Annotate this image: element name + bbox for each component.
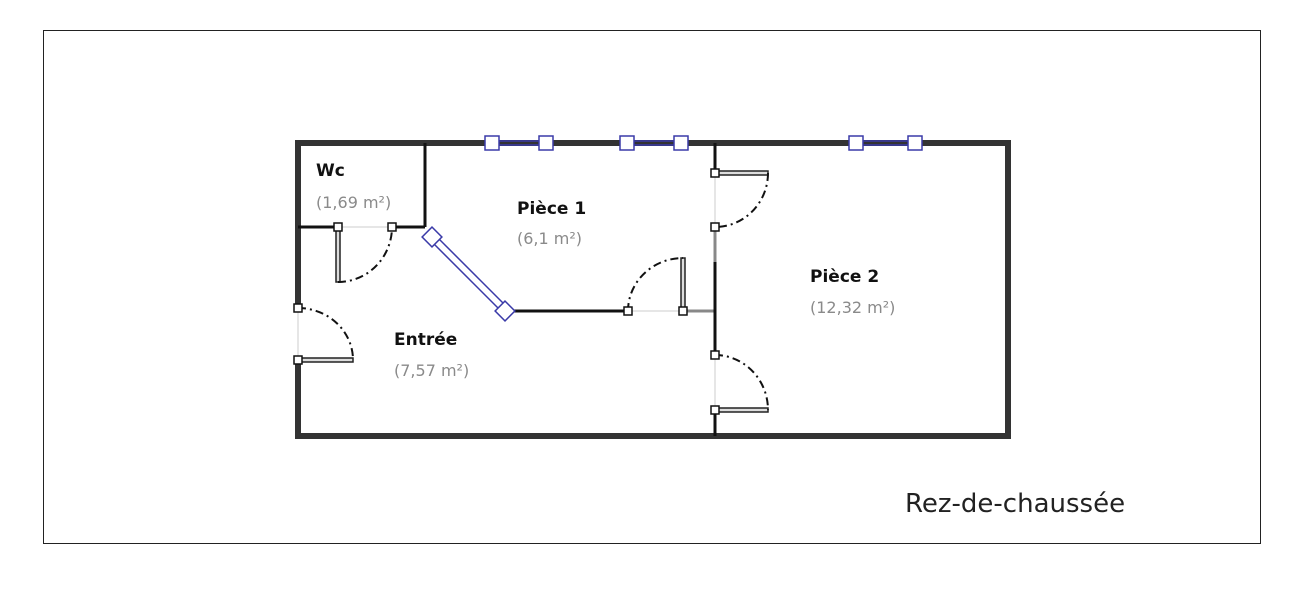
door-piece2-bottom (710, 350, 769, 415)
room-area: (1,69 m²) (316, 193, 391, 212)
window (619, 135, 689, 151)
door-entry (293, 303, 354, 365)
room-name: Entrée (394, 330, 457, 350)
door-piece2-top (710, 168, 769, 232)
walls (294, 140, 1011, 439)
room-area: (7,57 m²) (394, 361, 469, 380)
room-name: Pièce 1 (517, 199, 586, 219)
room-name: Wc (316, 161, 345, 181)
room-area: (6,1 m²) (517, 229, 582, 248)
room-piece-1: Pièce 1 (6,1 m²) (517, 199, 586, 248)
windows (421, 135, 923, 322)
window (848, 135, 923, 151)
room-piece-2: Pièce 2 (12,32 m²) (810, 267, 895, 317)
plan-frame (43, 30, 1261, 544)
room-area: (12,32 m²) (810, 298, 895, 317)
doors (293, 168, 769, 415)
room-name: Pièce 2 (810, 267, 879, 287)
room-entree: Entrée (7,57 m²) (394, 330, 469, 380)
room-wc: Wc (1,69 m²) (316, 161, 391, 212)
window-diagonal (421, 226, 516, 322)
outer-wall (295, 140, 1011, 439)
window (484, 135, 554, 151)
door-wc (333, 222, 397, 283)
door-piece1 (623, 257, 688, 316)
floor-caption: Rez-de-chaussée (905, 489, 1125, 519)
